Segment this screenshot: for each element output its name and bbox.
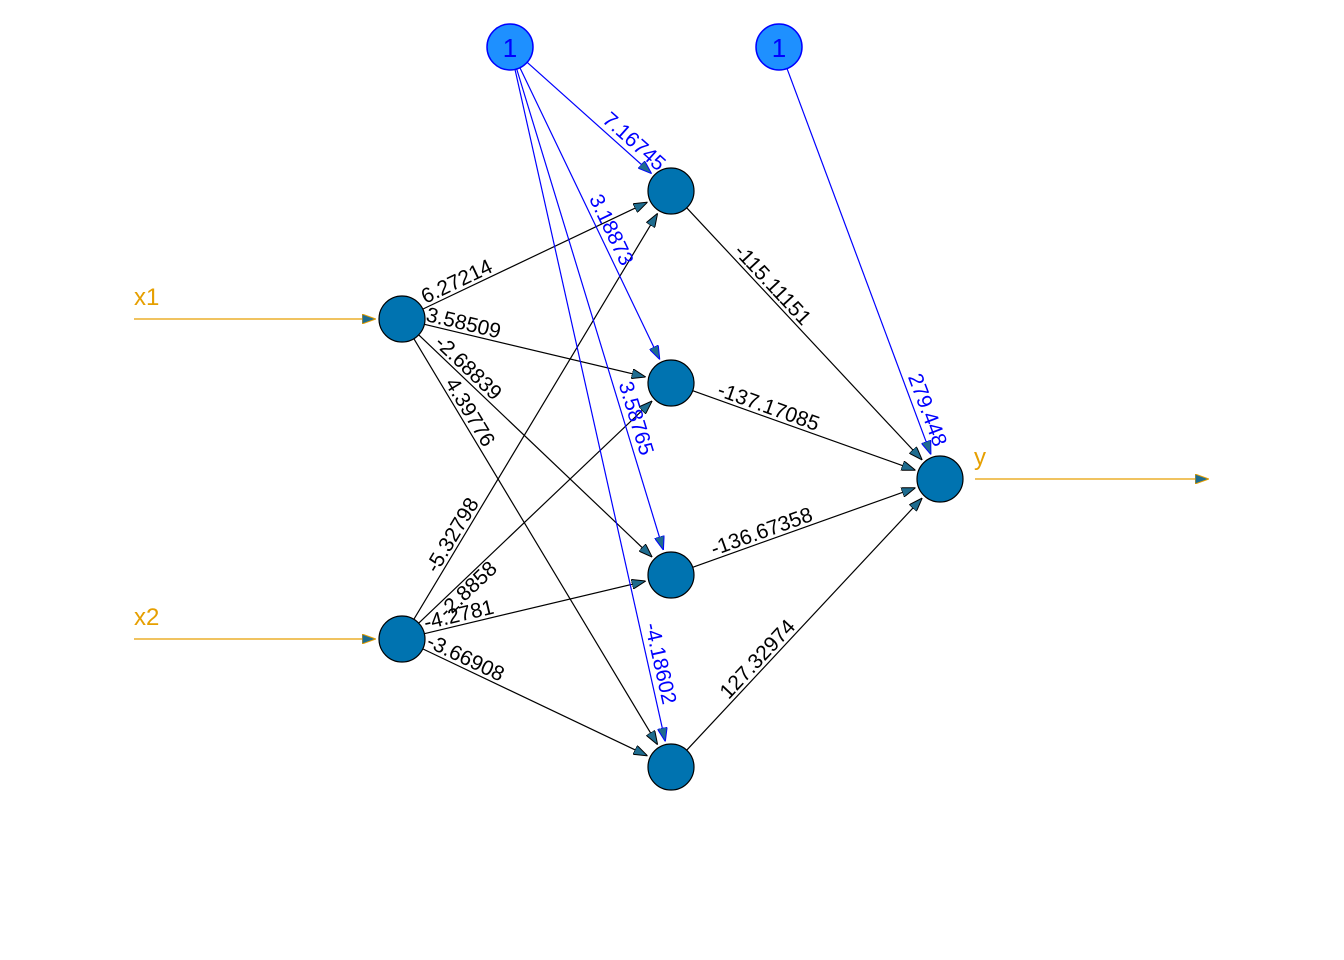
weight-edge-i1-h1 xyxy=(418,402,652,624)
weight-edge-i1-h0 xyxy=(413,214,657,620)
weight-edge-h2-o xyxy=(692,488,915,568)
input-label-x1: x1 xyxy=(134,284,159,311)
bias-node-2 xyxy=(755,23,803,71)
bias-edge-h0 xyxy=(526,61,651,173)
weight-label-h1-o: -137.17085 xyxy=(715,378,823,435)
weight-edge-h0-o xyxy=(686,207,922,459)
input-neuron-x1 xyxy=(378,295,426,343)
weight-label-i0-h0: 6.27214 xyxy=(418,255,497,309)
hidden-neuron-2 xyxy=(647,359,695,407)
weight-edge-i1-h3 xyxy=(422,648,647,756)
weight-edge-i0-h0 xyxy=(422,203,647,310)
output-label: y xyxy=(974,444,986,471)
hidden-neuron-4 xyxy=(647,743,695,791)
hidden-neuron-3 xyxy=(647,551,695,599)
bias-edge-h3 xyxy=(514,69,665,740)
weight-edge-h1-o xyxy=(692,390,915,470)
weight-edge-i0-h3 xyxy=(413,338,657,744)
bias-edge-h2 xyxy=(516,68,663,549)
weight-label-i0-h1: 3.58509 xyxy=(424,303,503,343)
bias-edge-output xyxy=(786,68,931,454)
bias-node-label-1: 1 xyxy=(503,33,517,63)
labels-layer: x1x2y6.272143.58509-2.688394.39776-5.327… xyxy=(134,108,986,707)
bias-label-h0: 7.16745 xyxy=(598,108,670,176)
output-neuron xyxy=(916,455,964,503)
weight-label-i1-h3: -3.66908 xyxy=(423,630,508,686)
weight-label-i1-h0: -5.32798 xyxy=(421,494,483,577)
input-label-x2: x2 xyxy=(134,604,159,631)
bias-node-1 xyxy=(486,23,534,71)
weight-label-h2-o: -136.67358 xyxy=(708,503,816,560)
input-neuron-x2 xyxy=(378,615,426,663)
weight-label-h0-o: -115.11151 xyxy=(729,240,815,330)
bias-node-label-2: 1 xyxy=(772,33,786,63)
bias-label-output: 279.448 xyxy=(903,370,951,449)
bias-label-h3: -4.18602 xyxy=(640,621,681,707)
edges-layer xyxy=(134,61,1208,756)
weight-edge-h3-o xyxy=(686,499,922,751)
hidden-neuron-1 xyxy=(647,167,695,215)
weight-label-h3-o: 127.32974 xyxy=(716,615,801,703)
weight-edge-i1-h2 xyxy=(424,581,644,635)
bias-edge-h1 xyxy=(519,67,659,359)
weight-edge-i0-h2 xyxy=(418,334,652,557)
